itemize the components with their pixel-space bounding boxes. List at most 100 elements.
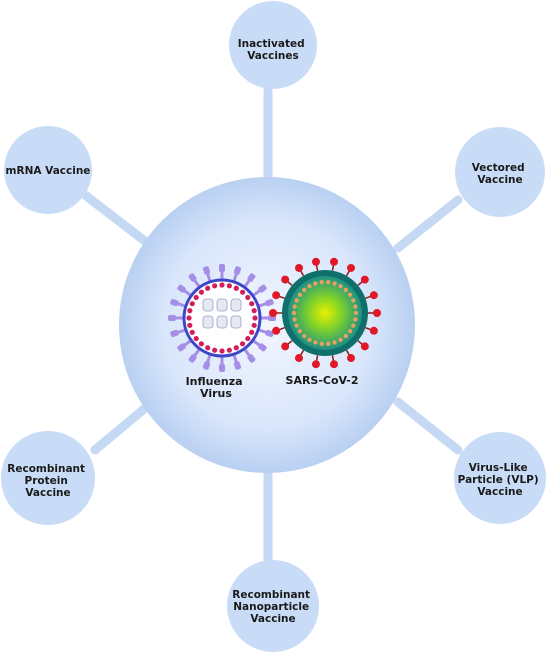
sars-cov-2-spike-head [360, 342, 369, 351]
sars-cov-2-bead [319, 279, 324, 285]
influenza-bead [226, 347, 232, 353]
influenza-bead [193, 294, 199, 301]
node-inactivated: Inactivated Vaccines [229, 1, 317, 89]
sars-cov-2-bead [291, 310, 297, 316]
sars-cov-2-bead [302, 287, 307, 293]
node-vectored-label: Vectored Vaccine [472, 162, 529, 186]
sars-cov-2-bead [343, 333, 348, 339]
sars-cov-2-bead [313, 281, 318, 286]
sars-cov-2-bead [353, 317, 358, 322]
node-vlp-label: Virus-Like Particle (VLP) Vaccine [458, 462, 543, 498]
sars-cov-2-core [288, 276, 362, 350]
influenza-rna-segment [202, 298, 214, 312]
sars-cov-2-bead [351, 298, 356, 303]
sars-cov-2-bead [319, 341, 324, 347]
influenza-membrane-beads [186, 282, 258, 354]
connector-vectored [393, 195, 463, 253]
influenza-bead [205, 285, 211, 291]
influenza-spike-head [265, 329, 274, 338]
sars-cov-2-bead [307, 283, 312, 289]
influenza-spike-head [219, 364, 225, 372]
influenza-spike-head [177, 284, 186, 293]
influenza-bead [239, 341, 246, 347]
influenza-bead [249, 329, 255, 335]
sars-cov-2-bead [294, 298, 299, 303]
sars-cov-2-spike-head [330, 360, 339, 369]
node-inactivated-label: Inactivated Vaccines [238, 38, 309, 62]
connector-mrna [80, 190, 155, 250]
influenza-bead [187, 322, 193, 328]
node-nanoparticle: Recombinant Nanoparticle Vaccine [227, 560, 319, 652]
influenza-bead [226, 283, 232, 289]
sars-cov-2-label: SARS-CoV-2 [286, 374, 359, 387]
influenza-bead [189, 329, 195, 335]
influenza-spike-head [265, 298, 274, 307]
connector-vlp [393, 397, 463, 455]
influenza-bead [219, 348, 225, 354]
sars-cov-2-spike-head [311, 257, 320, 266]
influenza-rna-segment [230, 298, 242, 312]
sars-cov-2-spike-head [269, 309, 277, 317]
sars-cov-2-bead [302, 333, 307, 339]
sars-cov-2-bead [313, 340, 318, 345]
sars-cov-2-spike-head [369, 291, 378, 300]
sars-cov-2-bead [351, 323, 356, 328]
sars-cov-2-spike-head [360, 275, 369, 284]
node-protein: Recombinant Protein Vaccine [1, 431, 95, 525]
influenza-bead [219, 282, 225, 288]
sars-cov-2-bead [332, 340, 337, 345]
sars-cov-2-spike-head [347, 354, 355, 363]
influenza-rna-segment [216, 298, 228, 312]
sars-cov-2-bead [326, 341, 331, 347]
sars-cov-2-bead [297, 292, 303, 297]
sars-cov-2-bead [343, 287, 348, 293]
influenza-spike-head [233, 361, 242, 370]
influenza-spike-head [233, 266, 242, 275]
influenza-bead [245, 335, 251, 342]
influenza-rna-segments [202, 298, 242, 329]
influenza-rna-segment [230, 315, 242, 329]
influenza-label: Influenza Virus [186, 375, 247, 400]
sars-cov-2-illustration [269, 257, 381, 369]
influenza-spike-head [219, 264, 225, 272]
sars-cov-2-spike-head [295, 263, 303, 272]
influenza-spike-head [202, 266, 211, 275]
influenza-spikes [168, 264, 276, 372]
node-mrna-label: mRNA Vaccine [6, 165, 91, 177]
influenza-rna-segment [216, 315, 228, 329]
influenza-rna-segment [202, 315, 214, 329]
node-mrna: mRNA Vaccine [4, 126, 92, 214]
sars-cov-2-bead [338, 283, 343, 289]
sars-cov-2-spike-head [272, 326, 281, 335]
sars-cov-2-spike-head [281, 275, 290, 284]
influenza-spike-head [258, 343, 267, 352]
sars-cov-2-spike-head [295, 354, 303, 363]
influenza-spike-head [188, 273, 197, 282]
sars-cov-2-spike-head [272, 291, 281, 300]
influenza-bead [212, 347, 218, 353]
influenza-bead [239, 289, 246, 295]
influenza-bead [249, 301, 255, 307]
sars-cov-2-bead [294, 323, 299, 328]
influenza-bead [233, 345, 239, 351]
influenza-spike-head [202, 361, 211, 370]
central-hub-circle [119, 177, 415, 473]
sars-cov-2-spike-proteins [269, 257, 381, 369]
influenza-spike-head [247, 273, 256, 282]
influenza-bead [193, 335, 199, 342]
influenza-virus-illustration [168, 264, 276, 372]
sars-cov-2-bead [332, 281, 337, 286]
node-vlp: Virus-Like Particle (VLP) Vaccine [454, 432, 546, 524]
node-nanoparticle-label: Recombinant Nanoparticle Vaccine [232, 589, 313, 625]
sars-cov-2-bead [353, 310, 359, 316]
influenza-bead [198, 341, 205, 347]
influenza-spike-head [170, 329, 179, 338]
node-vectored: Vectored Vaccine [455, 127, 545, 217]
sars-cov-2-bead [347, 329, 353, 334]
sars-cov-2-spike-head [330, 257, 339, 266]
sars-cov-2-bead [297, 329, 303, 334]
sars-cov-2-bead [326, 279, 331, 285]
influenza-bead [205, 345, 211, 351]
